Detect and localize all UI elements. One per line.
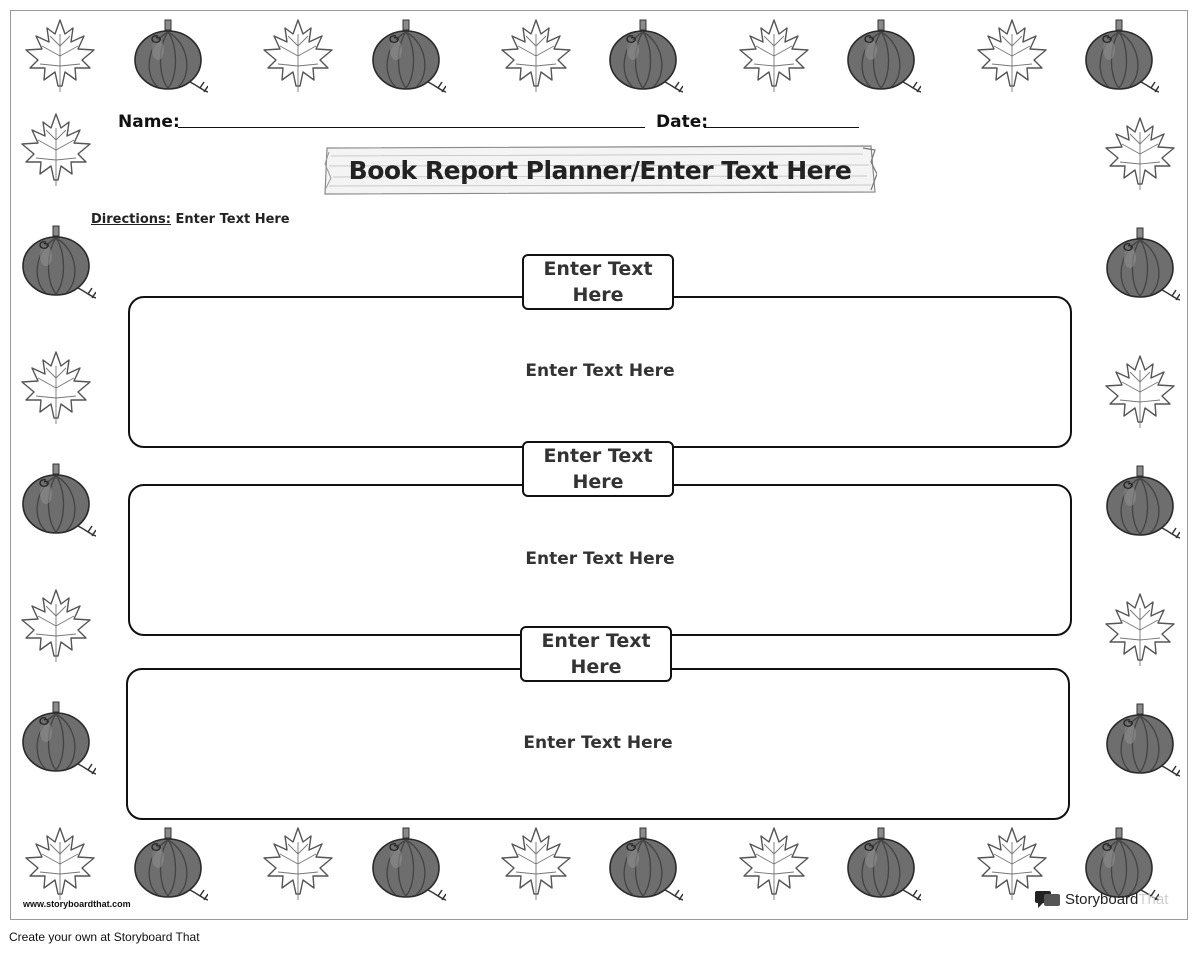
- section-heading-3[interactable]: Enter Text Here: [520, 626, 672, 682]
- maple-leaf-icon: [258, 824, 338, 904]
- maple-leaf-icon: [258, 16, 338, 96]
- pumpkin-icon: [603, 16, 683, 96]
- wood-plank-graphic: [324, 145, 877, 195]
- maple-leaf-icon: [16, 586, 96, 666]
- page-title[interactable]: Book Report Planner/Enter Text Here: [348, 155, 852, 185]
- directions: Directions: Enter Text Here: [91, 212, 290, 227]
- maple-leaf-icon: [16, 110, 96, 190]
- pumpkin-icon: [16, 222, 96, 302]
- pumpkin-icon: [841, 824, 921, 904]
- section-heading-1[interactable]: Enter Text Here: [522, 254, 674, 310]
- maple-leaf-icon: [734, 16, 814, 96]
- section-box-1[interactable]: Enter Text Here: [128, 296, 1072, 448]
- section-body-2[interactable]: Enter Text Here: [525, 549, 675, 569]
- pumpkin-icon: [128, 16, 208, 96]
- maple-leaf-icon: [20, 16, 100, 96]
- date-label: Date:: [656, 112, 709, 132]
- pumpkin-icon: [16, 460, 96, 540]
- footer-credit[interactable]: Create your own at Storyboard That: [9, 930, 200, 944]
- maple-leaf-icon: [972, 16, 1052, 96]
- site-url: www.storyboardthat.com: [23, 899, 131, 909]
- maple-leaf-icon: [20, 824, 100, 904]
- name-label: Name:: [118, 112, 180, 132]
- maple-leaf-icon: [496, 824, 576, 904]
- directions-text[interactable]: Enter Text Here: [175, 212, 290, 227]
- pumpkin-icon: [1079, 16, 1159, 96]
- logo-word: Storyboard: [1065, 890, 1139, 908]
- maple-leaf-icon: [496, 16, 576, 96]
- pumpkin-icon: [841, 16, 921, 96]
- logo-that: That: [1138, 890, 1169, 908]
- maple-leaf-icon: [16, 348, 96, 428]
- pumpkin-icon: [1100, 700, 1180, 780]
- title-banner: Book Report Planner/Enter Text Here: [323, 144, 877, 196]
- section-box-2[interactable]: Enter Text Here: [128, 484, 1072, 636]
- section-heading-2[interactable]: Enter Text Here: [522, 441, 674, 497]
- pumpkin-icon: [16, 698, 96, 778]
- pumpkin-icon: [366, 16, 446, 96]
- pumpkin-icon: [366, 824, 446, 904]
- name-field[interactable]: [178, 127, 645, 128]
- section-box-3[interactable]: Enter Text Here: [126, 668, 1070, 820]
- section-body-1[interactable]: Enter Text Here: [525, 361, 675, 381]
- maple-leaf-icon: [734, 824, 814, 904]
- section-body-3[interactable]: Enter Text Here: [523, 733, 673, 753]
- directions-label: Directions:: [91, 212, 171, 227]
- pumpkin-icon: [603, 824, 683, 904]
- pumpkin-icon: [128, 824, 208, 904]
- maple-leaf-icon: [1100, 590, 1180, 670]
- pumpkin-icon: [1100, 224, 1180, 304]
- maple-leaf-icon: [1100, 352, 1180, 432]
- maple-leaf-icon: [1100, 114, 1180, 194]
- speech-bubble-icon: [1035, 891, 1060, 908]
- date-field[interactable]: [704, 127, 859, 128]
- pumpkin-icon: [1100, 462, 1180, 542]
